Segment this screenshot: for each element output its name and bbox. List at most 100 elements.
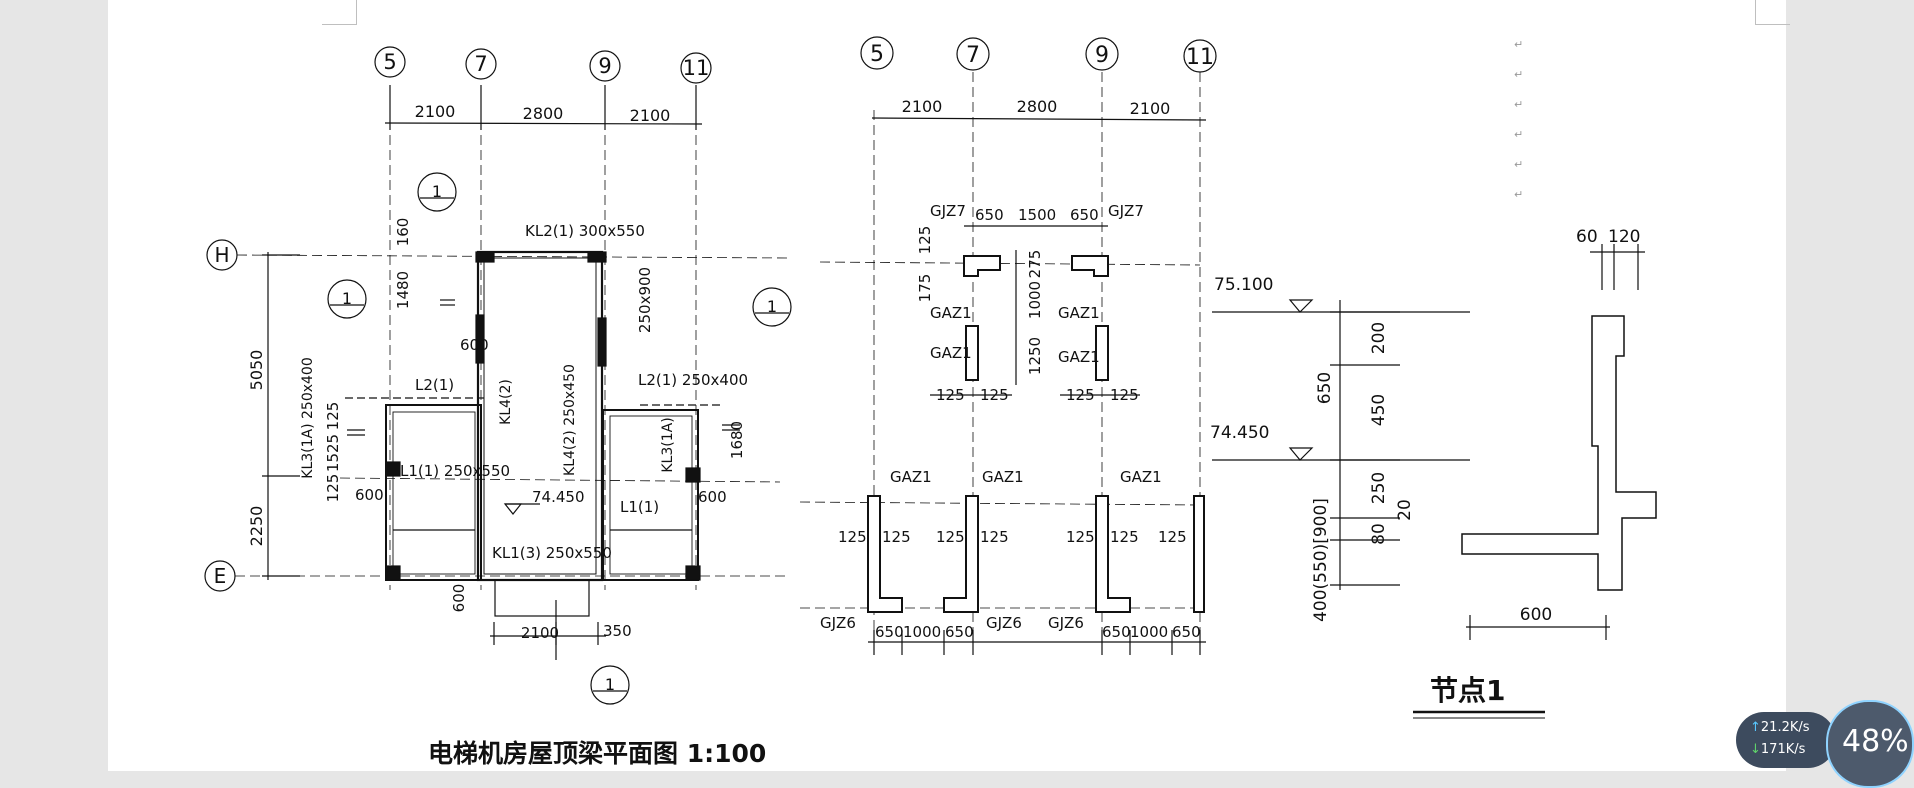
beam-kl2: KL2(1) 300x550 <box>525 222 645 240</box>
dim-2250: 2250 <box>247 506 266 547</box>
beam-kl3-left: KL3(1A) 250x400 <box>300 357 316 478</box>
dim-650-right-b: 650 <box>1172 623 1201 641</box>
dim-120: 120 <box>1608 227 1640 247</box>
axis-bubble-7 <box>465 48 497 80</box>
dim-125-up-b: 125 <box>980 386 1009 404</box>
left-beam-plan <box>204 46 792 705</box>
dim-1000: 1000 <box>1026 281 1044 319</box>
beam-kl3-right: KL3(1A) <box>660 417 676 472</box>
dim-1525: 1525 <box>324 434 342 472</box>
dim-650-section: 650 <box>1315 372 1335 404</box>
download-arrow-icon: ↓ <box>1750 742 1761 757</box>
beam-l2-right: L2(1) 250x400 <box>638 371 748 389</box>
dim-125-up-d: 125 <box>1110 386 1139 404</box>
dim-1250: 1250 <box>1026 337 1044 375</box>
beam-l1-right: L1(1) <box>620 498 659 516</box>
beam-l1-left: L1(1) 250x550 <box>400 462 510 480</box>
beam-kl1: KL1(3) 250x550 <box>492 544 612 562</box>
dim-125-a-left: 125 <box>838 528 867 546</box>
dim-1680: 1680 <box>728 421 746 459</box>
crop-mark-top-right <box>1755 0 1790 25</box>
label-gaz1-d: GAZ1 <box>1058 348 1100 366</box>
upload-arrow-icon: ↑ <box>1750 720 1761 735</box>
section-mark-top-label: 1 <box>432 182 442 201</box>
label-gjz6-c: GJZ6 <box>1048 614 1084 632</box>
section-mark-top <box>417 172 457 212</box>
section-mark-bottom-label: 1 <box>605 675 615 694</box>
dim-350: 350 <box>603 622 632 640</box>
dim-80: 80 <box>1369 523 1389 545</box>
upload-speed: ↑21.2K/s <box>1750 720 1810 735</box>
dim-600-left: 600 <box>355 486 384 504</box>
axis-bubble-5-right <box>860 36 894 70</box>
usage-percent-badge[interactable]: 48% <box>1826 700 1914 788</box>
dim-160: 160 <box>394 218 412 247</box>
dim-175: 175 <box>916 274 934 303</box>
download-speed: ↓171K/s <box>1750 742 1805 757</box>
right-column-plan <box>799 36 1217 655</box>
axis-label-5-right: 5 <box>870 42 884 67</box>
label-gjz7-right: GJZ7 <box>1108 202 1144 220</box>
axis-label-11: 11 <box>683 56 710 80</box>
level-75100: 75.100 <box>1214 275 1273 295</box>
section-title: 节点1 <box>1430 674 1505 707</box>
level-74450: 74.450 <box>1210 423 1269 443</box>
axis-label-5: 5 <box>383 50 396 74</box>
label-gaz1-a: GAZ1 <box>930 304 972 322</box>
dim-250: 250 <box>1369 472 1389 504</box>
dim-2100-b: 2100 <box>630 106 671 125</box>
dim-400-550-900: 400(550)[900] <box>1311 498 1331 622</box>
label-gaz1-g: GAZ1 <box>1120 468 1162 486</box>
dim-125-c-left: 125 <box>1066 528 1095 546</box>
dim-5050: 5050 <box>247 350 266 391</box>
network-speed-widget[interactable]: ↑21.2K/s ↓171K/s 48% <box>1736 700 1914 788</box>
label-gjz7-left: GJZ7 <box>930 202 966 220</box>
dim-1000-right: 1000 <box>1130 623 1168 641</box>
dim-650-b: 650 <box>1070 206 1099 224</box>
label-gaz1-f: GAZ1 <box>982 468 1024 486</box>
dim-2100-right-b: 2100 <box>1130 99 1171 118</box>
dim-1000-left: 1000 <box>903 623 941 641</box>
dim-650-right-a: 650 <box>1102 623 1131 641</box>
section-detail <box>1212 244 1657 719</box>
dim-60: 60 <box>1576 227 1598 247</box>
beam-kl2-side: 250x900 <box>636 267 654 333</box>
section-mark-left-label: 1 <box>342 289 352 308</box>
speed-pill: ↑21.2K/s ↓171K/s <box>1736 712 1836 768</box>
dim-275: 275 <box>1026 250 1044 279</box>
dim-125-c-right: 125 <box>1110 528 1139 546</box>
dim-125-b: 125 <box>324 474 342 503</box>
dim-125-up-a: 125 <box>936 386 965 404</box>
label-gjz6-a: GJZ6 <box>820 614 856 632</box>
label-gaz1-b: GAZ1 <box>930 344 972 362</box>
axis-bubble-9-right <box>1085 37 1119 71</box>
dim-600-right: 600 <box>698 488 727 506</box>
upload-speed-value: 21.2K/s <box>1760 720 1810 735</box>
beam-kl4-mid: KL4(2) 250x450 <box>562 364 578 476</box>
dim-600-bottom: 600 <box>450 584 468 613</box>
dim-125-d-left: 125 <box>1158 528 1187 546</box>
label-gaz1-c: GAZ1 <box>1058 304 1100 322</box>
crop-mark-top-left <box>322 0 357 25</box>
paragraph-mark-icon: ↵ <box>1514 188 1524 201</box>
dim-450: 450 <box>1369 394 1389 426</box>
drawing-canvas: 5 7 9 11 H E 2100 2800 2100 5050 2250 16… <box>204 36 1657 768</box>
axis-bubble-7-right <box>956 37 990 71</box>
dim-200: 200 <box>1369 322 1389 354</box>
dim-2800-right: 2800 <box>1017 97 1058 116</box>
label-gjz6-b: GJZ6 <box>986 614 1022 632</box>
axis-label-9: 9 <box>598 54 611 78</box>
dim-125-top: 125 <box>916 226 934 255</box>
dim-2800: 2800 <box>523 104 564 123</box>
beam-kl4-left: KL4(2) <box>498 379 514 425</box>
axis-label-H: H <box>214 243 229 267</box>
paragraph-mark-icon: ↵ <box>1514 68 1524 81</box>
label-gaz1-e: GAZ1 <box>890 468 932 486</box>
beam-l2-left: L2(1) <box>415 376 454 394</box>
left-plan-labels: 5 7 9 11 H E 2100 2800 2100 5050 2250 16… <box>214 50 777 768</box>
section-mark-right-label: 1 <box>767 297 777 316</box>
dim-600-top: 600 <box>460 336 489 354</box>
dim-2100-a: 2100 <box>415 102 456 121</box>
axis-bubble-11 <box>680 52 712 84</box>
axis-label-9-right: 9 <box>1095 43 1109 68</box>
